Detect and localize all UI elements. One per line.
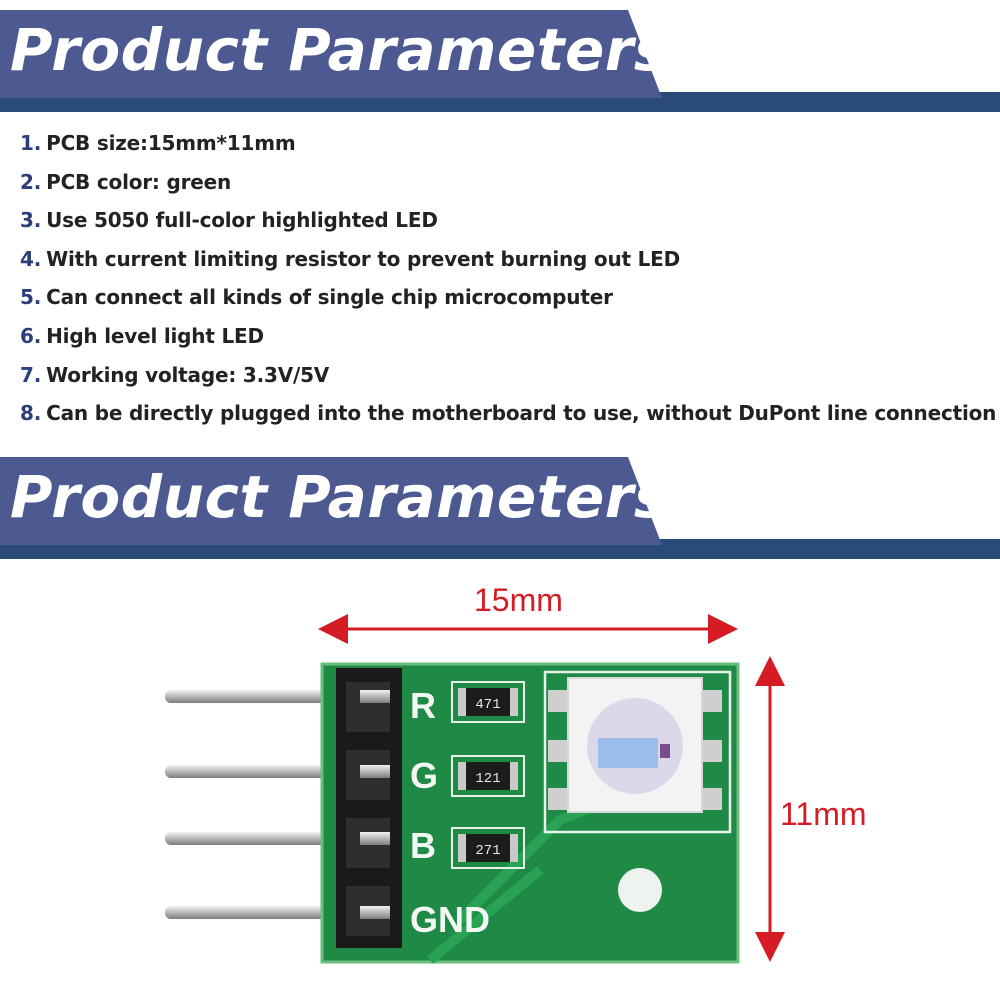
- list-item: 1.PCB size:15mm*11mm: [20, 124, 990, 163]
- list-item: 2.PCB color: green: [20, 163, 990, 202]
- rgb-led: [548, 677, 722, 813]
- list-item-number: 1.: [20, 131, 42, 155]
- resistor-code: 121: [475, 771, 500, 787]
- list-item: 8.Can be directly plugged into the mothe…: [20, 394, 996, 433]
- list-item: 6.High level light LED: [20, 317, 990, 356]
- pin-label-r: R: [410, 685, 436, 726]
- section-title: Product Parameters: [10, 16, 669, 84]
- header-pin: [165, 765, 370, 778]
- list-item-text: Working voltage: 3.3V/5V: [46, 362, 330, 387]
- resistor-code: 471: [475, 697, 500, 713]
- header-cell: [346, 682, 390, 732]
- resistor: 271: [451, 827, 525, 869]
- section-banner-dimensions: Product Parameters: [0, 457, 1000, 559]
- banner-tab: [0, 457, 662, 545]
- list-item-number: 4.: [20, 246, 42, 271]
- list-item-text: Use 5050 full-color highlighted LED: [46, 208, 438, 233]
- header-pin: [360, 832, 390, 845]
- header-pin: [165, 690, 370, 703]
- header-pin: [165, 832, 370, 845]
- header-pin: [360, 765, 390, 778]
- list-item-number: 3.: [20, 208, 42, 233]
- pin-label-b: B: [410, 825, 436, 866]
- header-pin: [165, 906, 370, 919]
- list-item: 7.Working voltage: 3.3V/5V: [20, 356, 990, 395]
- list-item-text: With current limiting resistor to preven…: [46, 246, 681, 271]
- list-item-number: 7.: [20, 362, 42, 387]
- led-silkscreen-outline: [543, 670, 732, 834]
- section-title: Product Parameters: [10, 463, 669, 531]
- list-item-text: Can be directly plugged into the motherb…: [46, 401, 997, 426]
- height-dimension-label: 11mm: [780, 796, 867, 832]
- list-item-number: 2.: [20, 169, 42, 194]
- list-item: 5.Can connect all kinds of single chip m…: [20, 278, 990, 317]
- width-dimension-label: 15mm: [474, 582, 563, 618]
- list-item-number: 6.: [20, 323, 42, 348]
- list-item-text: High level light LED: [46, 323, 264, 348]
- resistor-code: 271: [475, 843, 500, 859]
- product-image: 15mm 11mm: [0, 560, 1000, 1000]
- header-pin: [360, 906, 390, 919]
- list-item-text: PCB size:15mm*11mm: [46, 131, 296, 155]
- list-item: 4.With current limiting resistor to prev…: [20, 240, 990, 279]
- list-item: 3.Use 5050 full-color highlighted LED: [20, 201, 990, 240]
- section-banner-parameters: Product Parameters: [0, 10, 1000, 112]
- list-item-number: 5.: [20, 285, 42, 310]
- list-item-number: 8.: [20, 401, 42, 426]
- pin-label-g: G: [410, 755, 438, 796]
- banner-tab: [0, 10, 662, 98]
- resistor: 121: [451, 755, 525, 797]
- pin-label-gnd: GND: [410, 899, 490, 940]
- list-item-text: Can connect all kinds of single chip mic…: [46, 285, 613, 310]
- header-pins: [165, 690, 370, 919]
- pcb-module-illustration: R G B GND 471 121 271: [165, 614, 785, 964]
- list-item-text: PCB color: green: [46, 169, 232, 194]
- parameter-list: 1.PCB size:15mm*11mm 2.PCB color: green …: [20, 124, 996, 433]
- mounting-hole: [618, 868, 662, 912]
- header-pin: [360, 690, 390, 703]
- resistor: 471: [451, 681, 525, 723]
